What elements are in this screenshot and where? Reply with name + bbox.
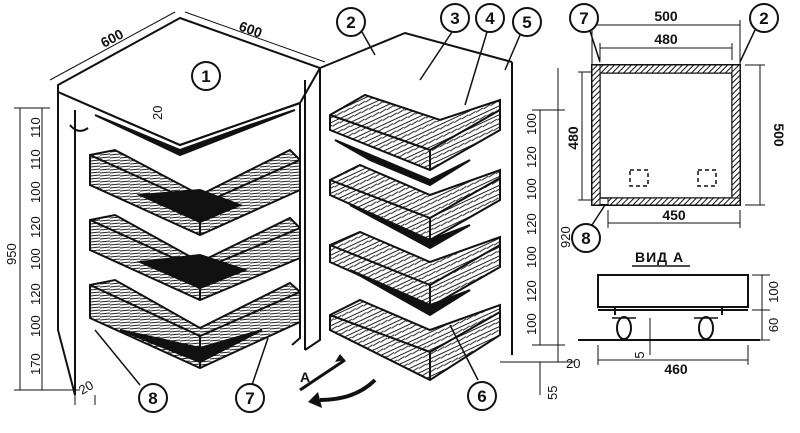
dim-right-total-height: 920 bbox=[558, 226, 573, 248]
svg-text:A: A bbox=[300, 369, 311, 385]
plan-inner-width: 480 bbox=[654, 31, 678, 47]
dim-top-depth: 600 bbox=[237, 18, 265, 41]
top-shadow bbox=[94, 109, 296, 157]
right-drawer-3 bbox=[329, 230, 501, 317]
plan-callout-2: 2 bbox=[739, 3, 779, 63]
svg-text:6: 6 bbox=[477, 387, 486, 406]
right-spacing-list: 100 120 100 120 100 120 100 bbox=[524, 113, 539, 335]
caster-left-marker bbox=[629, 169, 649, 187]
callout-6: 6 bbox=[449, 324, 497, 411]
callout-5: 5 bbox=[504, 7, 542, 71]
right-spacing-5: 100 bbox=[524, 246, 539, 268]
dim-right-bottom-offset: 55 bbox=[545, 386, 560, 400]
svg-text:4: 4 bbox=[485, 9, 495, 28]
dim-right-base: 20 bbox=[566, 356, 580, 371]
plan-view bbox=[578, 20, 765, 228]
right-spacing-2: 120 bbox=[524, 146, 539, 168]
left-spacing-6: 120 bbox=[28, 283, 43, 305]
right-spacing-3: 100 bbox=[524, 178, 539, 200]
view-a-height-wheel: 60 bbox=[766, 318, 781, 332]
left-drawer-3 bbox=[89, 278, 301, 370]
svg-text:2: 2 bbox=[759, 9, 768, 28]
view-a-height-total: 100 bbox=[766, 281, 781, 303]
left-spacing-4: 120 bbox=[28, 216, 43, 238]
left-dimensions bbox=[14, 11, 326, 405]
svg-text:8: 8 bbox=[148, 389, 157, 408]
left-spacing-7: 100 bbox=[28, 315, 43, 337]
dim-left-base: 20 bbox=[76, 377, 96, 397]
left-spacing-8: 170 bbox=[28, 353, 43, 375]
plan-outer-width: 500 bbox=[654, 8, 678, 24]
right-drawers bbox=[329, 93, 501, 382]
right-spacing-4: 120 bbox=[524, 213, 539, 235]
caster-right-marker bbox=[697, 169, 717, 187]
right-dimensions bbox=[500, 68, 575, 395]
dim-top-thickness: 20 bbox=[150, 106, 165, 120]
svg-text:5: 5 bbox=[522, 13, 531, 32]
left-drawer-2 bbox=[89, 213, 301, 302]
right-drawer-4 bbox=[329, 298, 501, 382]
callout-8: 8 bbox=[94, 329, 168, 413]
left-spacing-2: 110 bbox=[28, 149, 43, 170]
view-a-drawer-box bbox=[597, 274, 749, 308]
callout-7: 7 bbox=[235, 337, 269, 413]
svg-text:7: 7 bbox=[579, 9, 588, 28]
left-unit bbox=[57, 16, 322, 396]
left-spacing-list: 110 110 100 120 100 120 100 170 bbox=[28, 117, 43, 375]
dim-left-total-height: 950 bbox=[4, 243, 19, 265]
svg-text:1: 1 bbox=[201, 67, 210, 86]
left-spacing-3: 100 bbox=[28, 181, 43, 203]
right-spacing-7: 100 bbox=[524, 313, 539, 335]
plan-callout-7: 7 bbox=[569, 3, 601, 63]
right-spacing-6: 120 bbox=[524, 280, 539, 302]
view-a-wheel-right bbox=[694, 316, 718, 340]
right-unit bbox=[304, 31, 513, 382]
view-a-width: 460 bbox=[664, 361, 688, 377]
callout-4: 4 bbox=[464, 3, 505, 106]
dim-top-width: 600 bbox=[98, 25, 126, 50]
view-a-title: ВИД А bbox=[635, 249, 684, 265]
left-spacing-5: 100 bbox=[28, 248, 43, 270]
svg-text:8: 8 bbox=[581, 229, 590, 248]
right-spacing-1: 100 bbox=[524, 113, 539, 135]
right-drawer-2 bbox=[329, 163, 501, 250]
callout-3: 3 bbox=[419, 3, 470, 81]
svg-text:7: 7 bbox=[245, 389, 254, 408]
left-drawer-1 bbox=[89, 148, 301, 237]
svg-text:2: 2 bbox=[346, 13, 355, 32]
callout-1: 1 bbox=[191, 61, 221, 91]
callout-2: 2 bbox=[336, 7, 376, 56]
view-a: ВИД А 100 60 5 bbox=[578, 249, 781, 377]
right-drawer-1 bbox=[329, 93, 501, 172]
plan-callout-8: 8 bbox=[571, 204, 606, 253]
view-a-clearance: 5 bbox=[632, 351, 647, 358]
plan-bottom-width: 450 bbox=[662, 207, 686, 223]
left-drawers bbox=[89, 148, 301, 370]
svg-text:3: 3 bbox=[450, 9, 459, 28]
left-side-post bbox=[57, 92, 76, 396]
view-a-wheel-left bbox=[612, 316, 636, 340]
plan-outer-height: 500 bbox=[771, 123, 787, 147]
plan-inner-height: 480 bbox=[565, 126, 581, 150]
left-spacing-1: 110 bbox=[28, 117, 43, 138]
view-a-arrow: A bbox=[299, 354, 377, 408]
